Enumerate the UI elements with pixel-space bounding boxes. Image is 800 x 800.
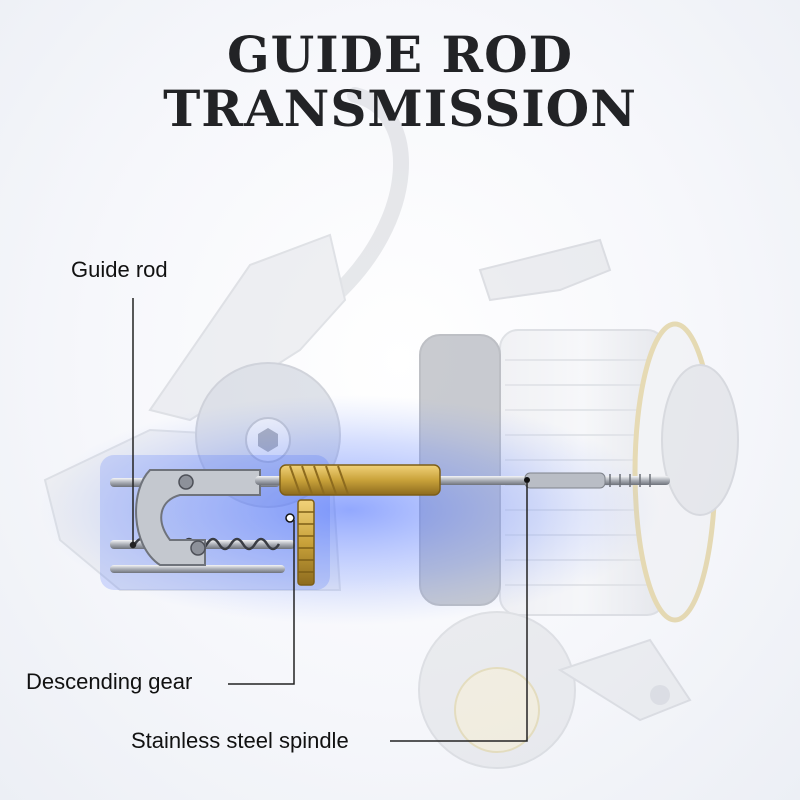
- leader-lines: [129, 298, 528, 742]
- pinion-gear: [279, 464, 441, 496]
- descending-gear-label: Descending gear: [26, 669, 193, 694]
- guide-rod-label: Guide rod: [71, 257, 168, 282]
- title-line-2: TRANSMISSION: [163, 79, 637, 138]
- spindle-label: Stainless steel spindle: [131, 728, 349, 753]
- title-line-1: GUIDE ROD: [226, 25, 574, 84]
- descending-gear: [285, 499, 315, 586]
- slider-bracket: [135, 469, 261, 566]
